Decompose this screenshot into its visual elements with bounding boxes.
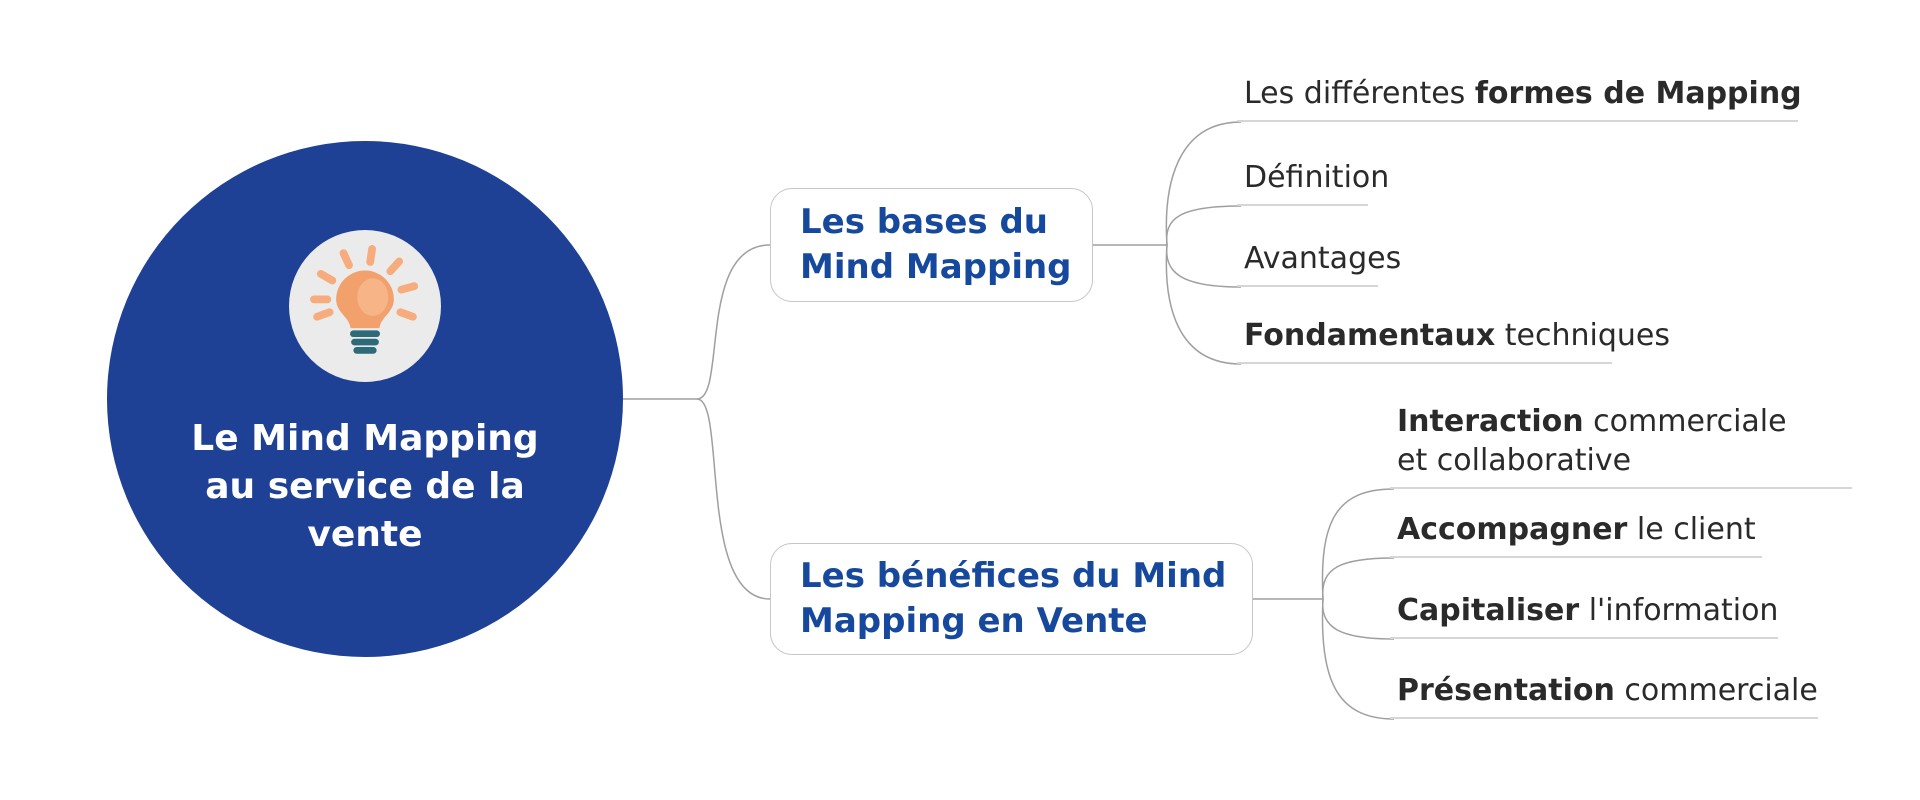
subtopic-text-bold: Capitaliser — [1397, 593, 1580, 628]
subtopic-text-bold: Accompagner — [1397, 512, 1628, 547]
subtopic-text-bold: Présentation — [1397, 673, 1615, 708]
subtopic-presentation-commerciale[interactable]: Présentation commerciale — [1390, 671, 1818, 719]
subtopic-formes-de-mapping[interactable]: Les différentes formes de Mapping — [1237, 74, 1802, 122]
subtopic-text: Les différentes — [1244, 76, 1475, 111]
lightbulb-glyph — [310, 245, 419, 354]
subtopic-text-bold: formes de Mapping — [1474, 76, 1802, 111]
subtopic-text: Avantages — [1244, 241, 1402, 276]
bulb-screw-base — [350, 330, 380, 354]
connector-branch1-leaf1 — [1165, 121, 1242, 246]
branch-label-line: Les bases du — [800, 202, 1048, 242]
central-topic[interactable]: Le Mind Mapping au service de la vente — [107, 141, 623, 657]
branch-label-line: Les bénéfices du Mind — [800, 556, 1227, 596]
connector-center-to-branch1 — [696, 244, 771, 400]
connector-branch2-leaf2 — [1322, 557, 1395, 600]
subtopic-avantages[interactable]: Avantages — [1237, 239, 1401, 287]
connector-branch1-leaf3 — [1165, 244, 1242, 288]
subtopic-interaction-commerciale[interactable]: Interaction commerciale et collaborative — [1390, 402, 1852, 489]
subtopic-accompagner-le-client[interactable]: Accompagner le client — [1390, 510, 1762, 558]
connector-branch2-leaf3 — [1322, 598, 1395, 640]
subtopic-text: l'information — [1579, 593, 1779, 628]
bulb-rays — [310, 245, 419, 321]
lightbulb-icon — [289, 230, 441, 382]
central-title-line: au service de la — [205, 466, 525, 507]
subtopic-text-bold: Fondamentaux — [1244, 318, 1496, 353]
connector-branch1-leaf4 — [1165, 244, 1242, 365]
subtopic-fondamentaux-techniques[interactable]: Fondamentaux techniques — [1237, 316, 1670, 364]
subtopic-definition[interactable]: Définition — [1237, 158, 1389, 206]
subtopic-text: Définition — [1244, 160, 1390, 195]
subtopic-text: commerciale — [1614, 673, 1818, 708]
branch-topic-bases-mind-mapping[interactable]: Les bases du Mind Mapping — [770, 188, 1093, 302]
branch-label-line: Mind Mapping — [800, 247, 1072, 287]
central-topic-title: Le Mind Mapping au service de la vente — [145, 415, 585, 559]
branch-label-line: Mapping en Vente — [800, 601, 1148, 641]
subtopic-text: et collaborative — [1397, 443, 1632, 478]
connector-branch2-leaf1 — [1321, 488, 1395, 600]
subtopic-capitaliser-information[interactable]: Capitaliser l'information — [1390, 591, 1778, 639]
connector-branch1-leaf2 — [1165, 205, 1242, 246]
central-title-line: Le Mind Mapping — [191, 418, 539, 459]
connector-center-to-branch2 — [696, 398, 771, 600]
subtopic-text: commerciale — [1583, 404, 1787, 439]
central-title-line: vente — [307, 514, 423, 555]
bulb-highlight — [357, 278, 389, 316]
subtopic-text-bold: Interaction — [1397, 404, 1584, 439]
branch-topic-benefices-mind-mapping-vente[interactable]: Les bénéfices du Mind Mapping en Vente — [770, 543, 1253, 655]
subtopic-text: le client — [1627, 512, 1756, 547]
subtopic-text: techniques — [1495, 318, 1670, 353]
connector-branch2-leaf4 — [1321, 598, 1395, 720]
